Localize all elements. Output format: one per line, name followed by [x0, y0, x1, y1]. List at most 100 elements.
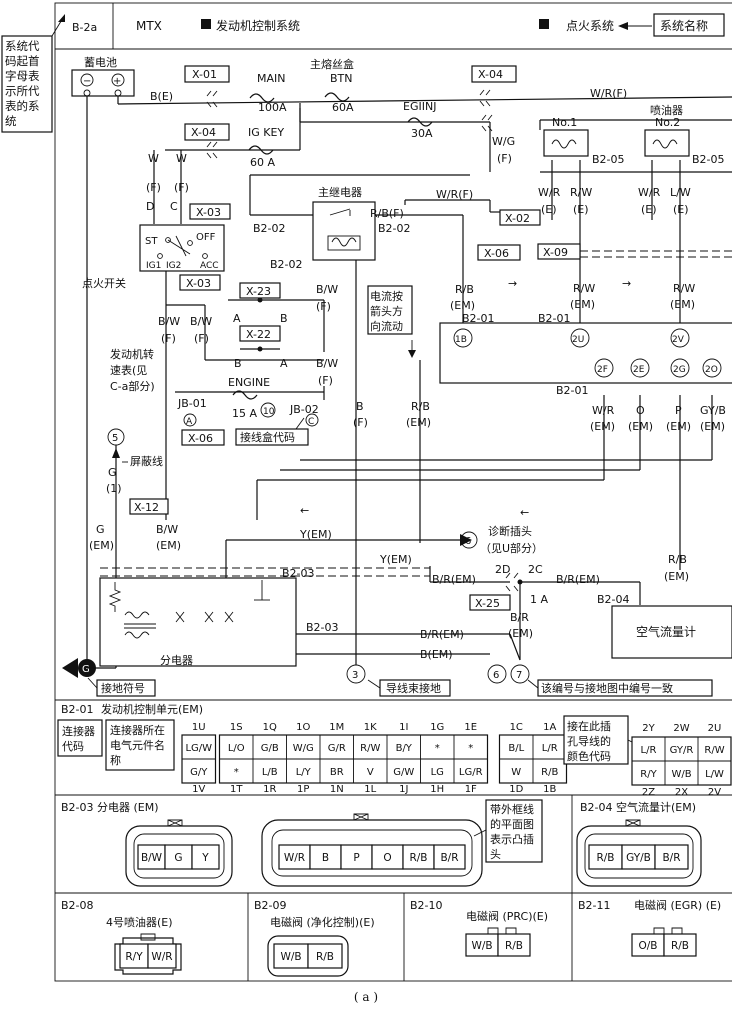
air-flow-meter — [611, 605, 732, 659]
svg-text:A: A — [280, 357, 288, 370]
tag-system-name: 系统名称 — [660, 18, 708, 33]
plug-pin — [654, 844, 689, 870]
svg-text:(E): (E) — [641, 203, 657, 216]
svg-text:60A: 60A — [332, 101, 354, 114]
ecu-pin-color: L/Y — [296, 767, 312, 778]
wire-wrf-top: W/R(F) — [590, 87, 627, 100]
ecu-pin-color: G/B — [261, 743, 279, 754]
plug-pin-color: R/B — [596, 852, 614, 864]
ecu-pin-color: BR — [330, 767, 344, 778]
system-right: 点火系统 — [566, 19, 614, 33]
plug-pin-color: W/R — [151, 951, 172, 963]
svg-text:L/W: L/W — [670, 186, 691, 199]
conn-x22: X-22 — [246, 328, 271, 341]
ecu-pin-color: * — [468, 743, 473, 754]
wire-be: B(E) — [150, 90, 173, 103]
plug-pin-color: R/Y — [125, 951, 143, 963]
ecu-pin-color: R/W — [360, 743, 380, 754]
note-jb-code: 接线盒代码 — [240, 430, 295, 444]
svg-text:GY/B: GY/B — [700, 404, 726, 417]
note-system-code: 系统代 码起首 字母表 示所代 表的系 统 — [5, 39, 43, 128]
svg-text:(EM): (EM) — [406, 416, 431, 429]
plug-pin-color: B/W — [141, 852, 163, 864]
plug-pin-color: R/B — [671, 940, 689, 952]
note-component-name: 连接器所在 电气元件名 称 — [110, 724, 169, 767]
svg-text:D: D — [146, 200, 154, 213]
note-harness-ground: 导线束接地 — [386, 681, 441, 695]
svg-text:A: A — [186, 417, 193, 427]
ecu-pin-color: R/Y — [640, 769, 657, 780]
svg-text:W/R: W/R — [538, 186, 561, 199]
ecu-pin-color: * — [234, 767, 239, 778]
plug-pin-color: O/B — [638, 940, 657, 952]
b210-name: 电磁阀 (PRC)(E) — [466, 909, 548, 923]
svg-text:B2-02: B2-02 — [270, 258, 303, 271]
ecu-pin-number: 2W — [673, 723, 689, 734]
ecu-pin-number: 1N — [330, 784, 344, 795]
conn-x12: X-12 — [134, 501, 159, 514]
svg-text:ST: ST — [145, 236, 158, 247]
svg-text:Y(EM): Y(EM) — [379, 553, 412, 566]
plug-pin — [433, 844, 466, 870]
svg-text:(F): (F) — [194, 332, 209, 345]
ecu-pin-number: 1L — [364, 784, 376, 795]
ecu-pin-color: L/R — [542, 743, 558, 754]
ecu-pin-number: 1R — [263, 784, 276, 795]
battery-label: 蓄电池 — [84, 56, 117, 69]
ecu-pin-number: 1J — [399, 784, 408, 795]
fuse-icon — [407, 117, 433, 127]
svg-text:2O: 2O — [705, 365, 718, 375]
svg-text:JB-01: JB-01 — [177, 397, 207, 410]
conn-x25: X-25 — [475, 597, 500, 610]
plug-pin — [663, 933, 697, 957]
svg-text:30A: 30A — [411, 127, 433, 140]
ecu-pin-number: 2X — [675, 787, 688, 798]
ecu-pin-number: 1P — [297, 784, 309, 795]
plug-pin-color: B/R — [440, 852, 458, 864]
svg-text:→: → — [622, 277, 631, 290]
square-bullet-icon — [539, 19, 549, 29]
plug-pin-color: R/B — [505, 940, 523, 952]
ecu-pin-color: L/R — [641, 745, 657, 756]
plug-pin-color: B/R — [662, 852, 680, 864]
svg-text:B2-01: B2-01 — [556, 384, 589, 397]
ecu-pin-color: R/W — [704, 745, 724, 756]
svg-text:B2-05: B2-05 — [692, 153, 725, 166]
svg-text:C: C — [308, 417, 314, 427]
fuse-egiinj: EGIINJ — [403, 100, 436, 113]
svg-text:→: → — [508, 277, 517, 290]
fuse-icon — [232, 390, 258, 400]
b209-code: B2-09 — [254, 899, 287, 912]
svg-text:W/R(F): W/R(F) — [436, 188, 473, 201]
svg-text:No.2: No.2 — [655, 116, 680, 129]
plug-pin — [497, 933, 531, 957]
ecu-name: 发动机控制单元(EM) — [101, 702, 203, 716]
svg-text:B/R(EM): B/R(EM) — [432, 573, 476, 586]
svg-text:B/W: B/W — [158, 315, 180, 328]
note-diag-plug: 诊断插头 （见U部分） — [480, 524, 543, 555]
ecu-pin-number: 1H — [430, 784, 444, 795]
svg-text:W: W — [148, 152, 159, 165]
system-left: 发动机控制系统 — [216, 18, 300, 33]
plug-pin-color: O — [383, 852, 391, 864]
svg-text:R/W: R/W — [573, 282, 595, 295]
ecu-pin-number: 2U — [708, 723, 722, 734]
conn-x03a: X-03 — [196, 206, 221, 219]
svg-text:O: O — [636, 404, 645, 417]
fuse-main: MAIN — [257, 72, 286, 85]
ecu-pin-number: 1I — [399, 722, 408, 733]
svg-text:2D: 2D — [495, 563, 510, 576]
svg-text:B2-03: B2-03 — [306, 621, 339, 634]
fuse-icon — [248, 145, 274, 155]
svg-text:(EM): (EM) — [570, 298, 595, 311]
b210-code: B2-10 — [410, 899, 443, 912]
svg-text:2U: 2U — [572, 335, 584, 345]
svg-text:2C: 2C — [528, 563, 543, 576]
b204-title: B2-04 空气流量计(EM) — [580, 800, 696, 814]
ecu-pin-color: B/L — [508, 743, 524, 754]
fuse-btn: BTN — [330, 72, 353, 85]
